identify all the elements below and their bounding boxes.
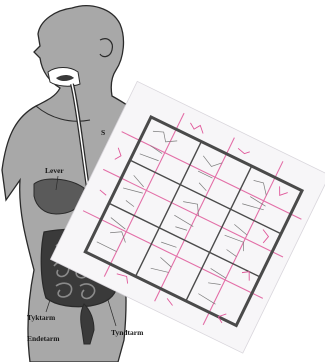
label-small-intestine: Tyndtarm [111, 328, 144, 337]
label-rectum: Endetarm [27, 334, 60, 343]
label-colon: Tyktarm [27, 313, 56, 322]
label-stomach: S [101, 128, 105, 137]
label-liver: Lever [45, 166, 64, 175]
